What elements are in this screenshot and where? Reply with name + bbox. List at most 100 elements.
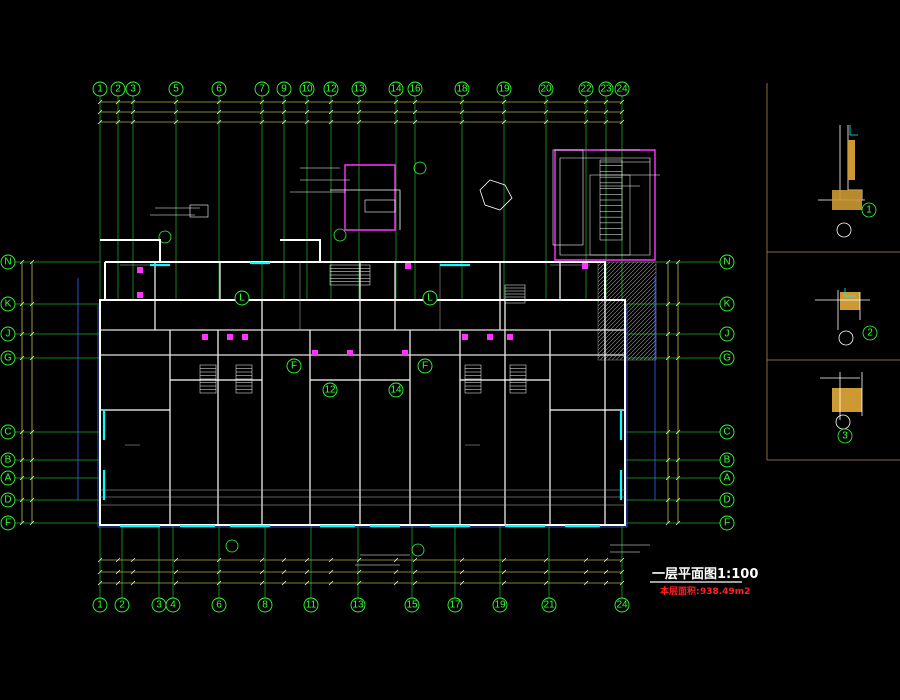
svg-text:24: 24 [616,600,628,611]
detail-panel-frame [766,83,900,461]
axis-bubble-interior-F: F [417,358,433,374]
svg-text:C: C [723,427,730,438]
svg-text:B: B [5,455,12,466]
svg-text:G: G [723,353,731,364]
svg-text:9: 9 [281,84,287,95]
svg-text:17: 17 [449,600,461,611]
svg-text:8: 8 [262,600,268,611]
svg-text:4: 4 [170,600,176,611]
axis-bubble-top-14: 14 [388,81,404,97]
svg-text:20: 20 [540,84,552,95]
svg-text:J: J [6,329,11,340]
axis-bubble-bottom-17: 17 [447,597,463,613]
svg-text:K: K [5,299,12,310]
axis-bubble-bottom-21: 21 [541,597,557,613]
svg-text:L: L [239,293,245,304]
axis-bubble-top-22: 22 [578,81,594,97]
axis-bubble-top-16: 16 [407,81,423,97]
svg-text:19: 19 [494,600,506,611]
svg-text:6: 6 [216,84,222,95]
svg-text:F: F [5,518,11,529]
svg-text:14: 14 [390,84,402,95]
interior-walls [100,262,625,525]
svg-text:2: 2 [115,84,121,95]
svg-text:G: G [4,353,12,364]
axis-bubble-right-N: N [719,254,735,270]
axis-bubble-right-K: K [719,296,735,312]
axis-bubble-top-7: 7 [254,81,270,97]
drawing-title-block: 一层平面图1:100 本层面积: 938.49m2 [650,567,758,597]
axis-bubble-top-24: 24 [614,81,630,97]
axis-bubble-left-J: J [0,326,16,342]
dimension-lines [21,101,679,584]
svg-text:7: 7 [259,84,265,95]
svg-text:A: A [724,473,731,484]
axis-bubble-top-6: 6 [211,81,227,97]
axis-bubble-left-N: N [0,254,16,270]
detail-section-1 [818,125,865,238]
stair-fixtures [137,263,588,356]
svg-text:J: J [725,329,730,340]
axis-bubble-top-19: 19 [496,81,512,97]
svg-text:1: 1 [97,600,103,611]
axis-bubble-bottom-2: 2 [114,597,130,613]
svg-text:B: B [724,455,731,466]
annotation-leaders [150,149,660,566]
area-value: 938.49m2 [700,587,750,597]
axis-bubble-right-B: B [719,452,735,468]
svg-text:18: 18 [456,84,468,95]
svg-text:12: 12 [324,385,336,396]
svg-text:13: 13 [353,84,365,95]
axis-bubble-top-20: 20 [538,81,554,97]
svg-text:23: 23 [600,84,612,95]
axis-bubble-interior-L: L [234,290,250,306]
drawing-title: 一层平面图1:100 [652,567,758,582]
detail-number-2: 2 [862,325,878,341]
axis-bubble-right-C: C [719,424,735,440]
svg-text:10: 10 [301,84,313,95]
axis-bubble-bottom-3: 3 [151,597,167,613]
svg-text:5: 5 [173,84,179,95]
svg-text:N: N [723,257,730,268]
svg-text:14: 14 [390,385,402,396]
axis-bubble-left-B: B [0,452,16,468]
area-label: 本层面积: [660,585,700,597]
axis-bubble-interior-14: 14 [388,382,404,398]
svg-text:N: N [4,257,11,268]
axis-bubble-left-K: K [0,296,16,312]
axis-bubble-interior-F: F [286,358,302,374]
svg-text:F: F [291,361,297,372]
axis-bubble-interior-12: 12 [322,382,338,398]
svg-text:F: F [724,518,730,529]
axis-bubble-bottom-15: 15 [404,597,420,613]
detail-number-3: 3 [837,428,853,444]
axis-bubble-top-9: 9 [276,81,292,97]
svg-text:22: 22 [580,84,592,95]
svg-text:3: 3 [156,600,162,611]
axis-bubble-top-18: 18 [454,81,470,97]
axis-bubble-right-A: A [719,470,735,486]
svg-text:11: 11 [306,600,317,611]
svg-text:K: K [724,299,731,310]
svg-text:13: 13 [352,600,364,611]
axis-bubble-top-2: 2 [110,81,126,97]
axis-bubble-interior-L: L [422,290,438,306]
svg-text:3: 3 [842,431,848,442]
svg-text:A: A [5,473,12,484]
svg-text:6: 6 [216,600,222,611]
axis-bubble-right-F: F [719,515,735,531]
axis-bubble-bottom-24: 24 [614,597,630,613]
axis-bubble-top-12: 12 [323,81,339,97]
svg-text:24: 24 [616,84,628,95]
axis-bubble-left-C: C [0,424,16,440]
axis-bubble-left-F: F [0,515,16,531]
axis-bubble-top-5: 5 [168,81,184,97]
windows [102,261,623,528]
axis-bubble-left-G: G [0,350,16,366]
svg-text:F: F [422,361,428,372]
axis-bubble-bottom-13: 13 [350,597,366,613]
svg-text:2: 2 [119,600,125,611]
axis-bubble-top-3: 3 [125,81,141,97]
detail-number-1: 1 [861,202,877,218]
axis-bubble-top-13: 13 [351,81,367,97]
